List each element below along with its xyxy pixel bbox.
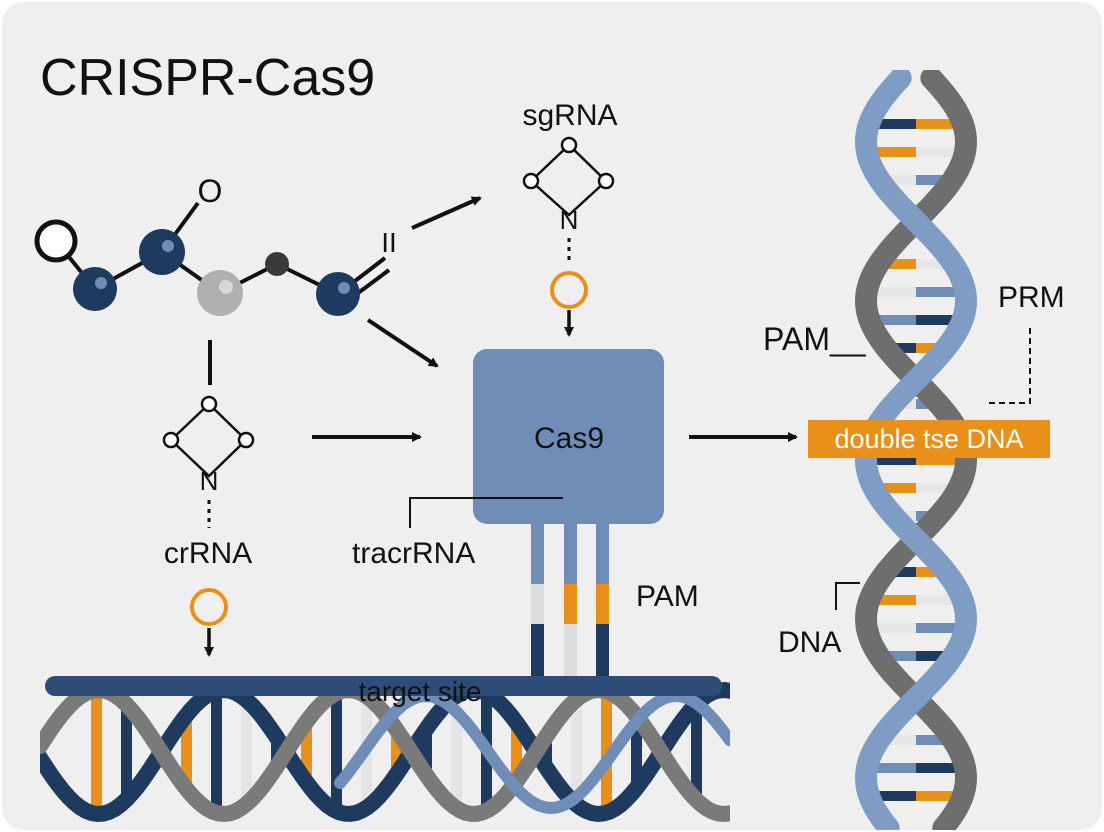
base-pair — [271, 742, 282, 762]
base-pair — [511, 727, 522, 777]
base-pair — [879, 791, 916, 801]
page-title: CRISPR-Cas9 — [40, 49, 375, 107]
base-pair — [916, 651, 944, 661]
pam-label-right: PAM__ — [763, 321, 867, 357]
oxygen-label: O — [198, 173, 223, 209]
base-pair — [896, 343, 916, 353]
base-pair — [916, 147, 955, 157]
base-pair — [916, 287, 956, 297]
base-pair — [879, 119, 916, 129]
base-pair — [181, 721, 192, 783]
base-pair — [879, 315, 916, 325]
dna-pointer — [835, 582, 860, 610]
base-pair — [541, 742, 552, 762]
base-pair — [391, 734, 402, 770]
base-pair — [883, 483, 916, 493]
base-pair — [876, 455, 916, 465]
base-pair — [876, 763, 916, 773]
crrna-label: crRNA — [164, 537, 252, 570]
base-pair — [916, 511, 929, 521]
orange-ring-icon — [190, 588, 228, 626]
rna-strands — [531, 524, 609, 676]
base-pair — [916, 595, 953, 605]
tracrrna-label: tracrRNA — [352, 537, 475, 570]
base-pair — [916, 763, 956, 773]
base-pair — [889, 735, 916, 745]
base-pair — [916, 315, 953, 325]
base-pair — [121, 710, 132, 794]
prm-label: PRM — [998, 281, 1065, 314]
arrow-icon — [366, 318, 439, 368]
base-pair — [916, 567, 937, 577]
base-pair — [916, 623, 956, 633]
prm-pointer — [988, 328, 1031, 404]
base-pair — [631, 721, 642, 783]
orange-ring-icon — [550, 271, 588, 309]
double-strand-badge — [808, 420, 1050, 458]
rna-loop-icon — [162, 395, 255, 478]
rna-loop-icon — [522, 136, 615, 217]
base-pair — [888, 651, 916, 661]
crrna-n-label: N — [200, 466, 219, 496]
base-pair — [301, 728, 312, 776]
base-pair — [916, 735, 943, 745]
tracrrna-pointer — [409, 497, 563, 528]
base-pair — [916, 343, 936, 353]
base-pair — [877, 147, 916, 157]
cas9-protein — [473, 349, 664, 524]
base-pair — [571, 705, 582, 799]
target-site-label: target site — [359, 676, 482, 707]
double-strand-label: double tse DNA — [834, 424, 1023, 454]
base-pair — [903, 511, 916, 521]
base-pair — [889, 175, 916, 185]
base-pair — [916, 791, 953, 801]
dna-label: DNA — [778, 626, 841, 659]
molecule-icon: O II — [34, 173, 397, 316]
sgrna-n-label: N — [560, 205, 579, 235]
base-pair — [916, 483, 949, 493]
base-pair — [916, 175, 943, 185]
base-pair — [879, 595, 916, 605]
base-pair — [888, 259, 916, 269]
base-pair — [691, 710, 702, 794]
pam-label-center: PAM — [636, 580, 699, 613]
base-pair — [916, 119, 953, 129]
base-pair — [916, 455, 956, 465]
base-pair — [211, 697, 222, 807]
base-pair — [903, 399, 916, 409]
base-pair — [876, 623, 916, 633]
base-pair — [241, 705, 252, 799]
sgrna-label: sgRNA — [522, 99, 617, 132]
base-pair — [421, 735, 432, 769]
base-pair — [876, 287, 916, 297]
arrow-icon — [411, 196, 482, 230]
base-pair — [331, 699, 342, 805]
base-pair — [916, 399, 929, 409]
base-pair — [916, 259, 944, 269]
base-pair — [895, 567, 916, 577]
cas9-label: Cas9 — [534, 422, 604, 455]
double-bond-mark: II — [381, 227, 397, 258]
base-pair — [451, 701, 462, 803]
base-pair — [91, 696, 102, 808]
